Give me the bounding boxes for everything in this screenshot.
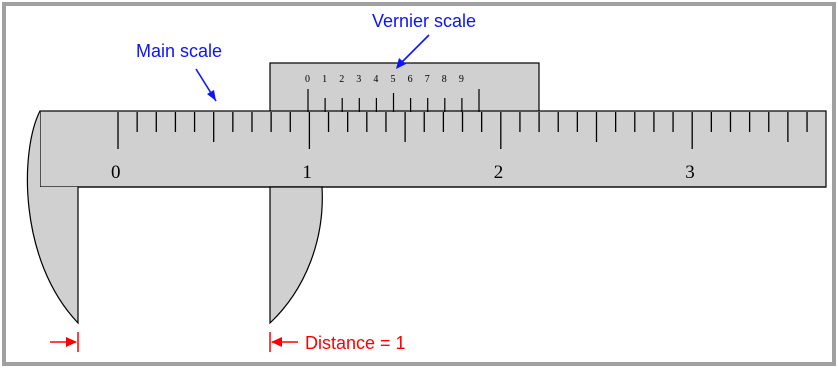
main-scale-arrow-head bbox=[207, 90, 216, 101]
main-scale-numbers: 0 1 2 3 bbox=[111, 162, 695, 183]
main-scale-number: 1 bbox=[302, 162, 312, 183]
main-scale-number: 0 bbox=[111, 162, 121, 183]
main-scale-number: 2 bbox=[494, 162, 504, 183]
right-distance-arrow-head bbox=[271, 337, 282, 347]
vernier-scale-number: 3 bbox=[356, 74, 361, 85]
vernier-scale-number: 9 bbox=[459, 74, 464, 85]
sliding-jaw bbox=[269, 186, 323, 325]
vernier-scale-number: 2 bbox=[339, 74, 344, 85]
vernier-scale-arrow-head bbox=[396, 58, 406, 69]
vernier-scale-arrow-line bbox=[398, 34, 430, 66]
vernier-slider-plate bbox=[269, 62, 540, 113]
vernier-scale-number: 6 bbox=[408, 74, 413, 85]
vernier-scale-number: 5 bbox=[391, 74, 396, 85]
fixed-jaw bbox=[26, 110, 826, 325]
main-beam bbox=[39, 110, 827, 188]
main-scale-ticks bbox=[117, 112, 808, 149]
vernier-scale-number: 0 bbox=[305, 74, 310, 85]
distance-label: Distance = 1 bbox=[305, 333, 406, 353]
vernier-scale-label: Vernier scale bbox=[372, 11, 476, 31]
vernier-scale-number: 7 bbox=[425, 74, 430, 85]
vernier-scale-number: 1 bbox=[322, 74, 327, 85]
vernier-scale-numbers: 0 1 2 3 4 5 6 7 8 9 bbox=[305, 74, 464, 85]
fixed-jaw-fill bbox=[27, 111, 78, 323]
main-scale-number: 3 bbox=[685, 162, 695, 183]
vernier-scale-number: 8 bbox=[442, 74, 447, 85]
vernier-scale-ticks bbox=[307, 89, 480, 112]
main-scale-label: Main scale bbox=[136, 41, 222, 61]
left-distance-arrow-head bbox=[66, 337, 77, 347]
vernier-scale-number: 4 bbox=[373, 74, 378, 85]
